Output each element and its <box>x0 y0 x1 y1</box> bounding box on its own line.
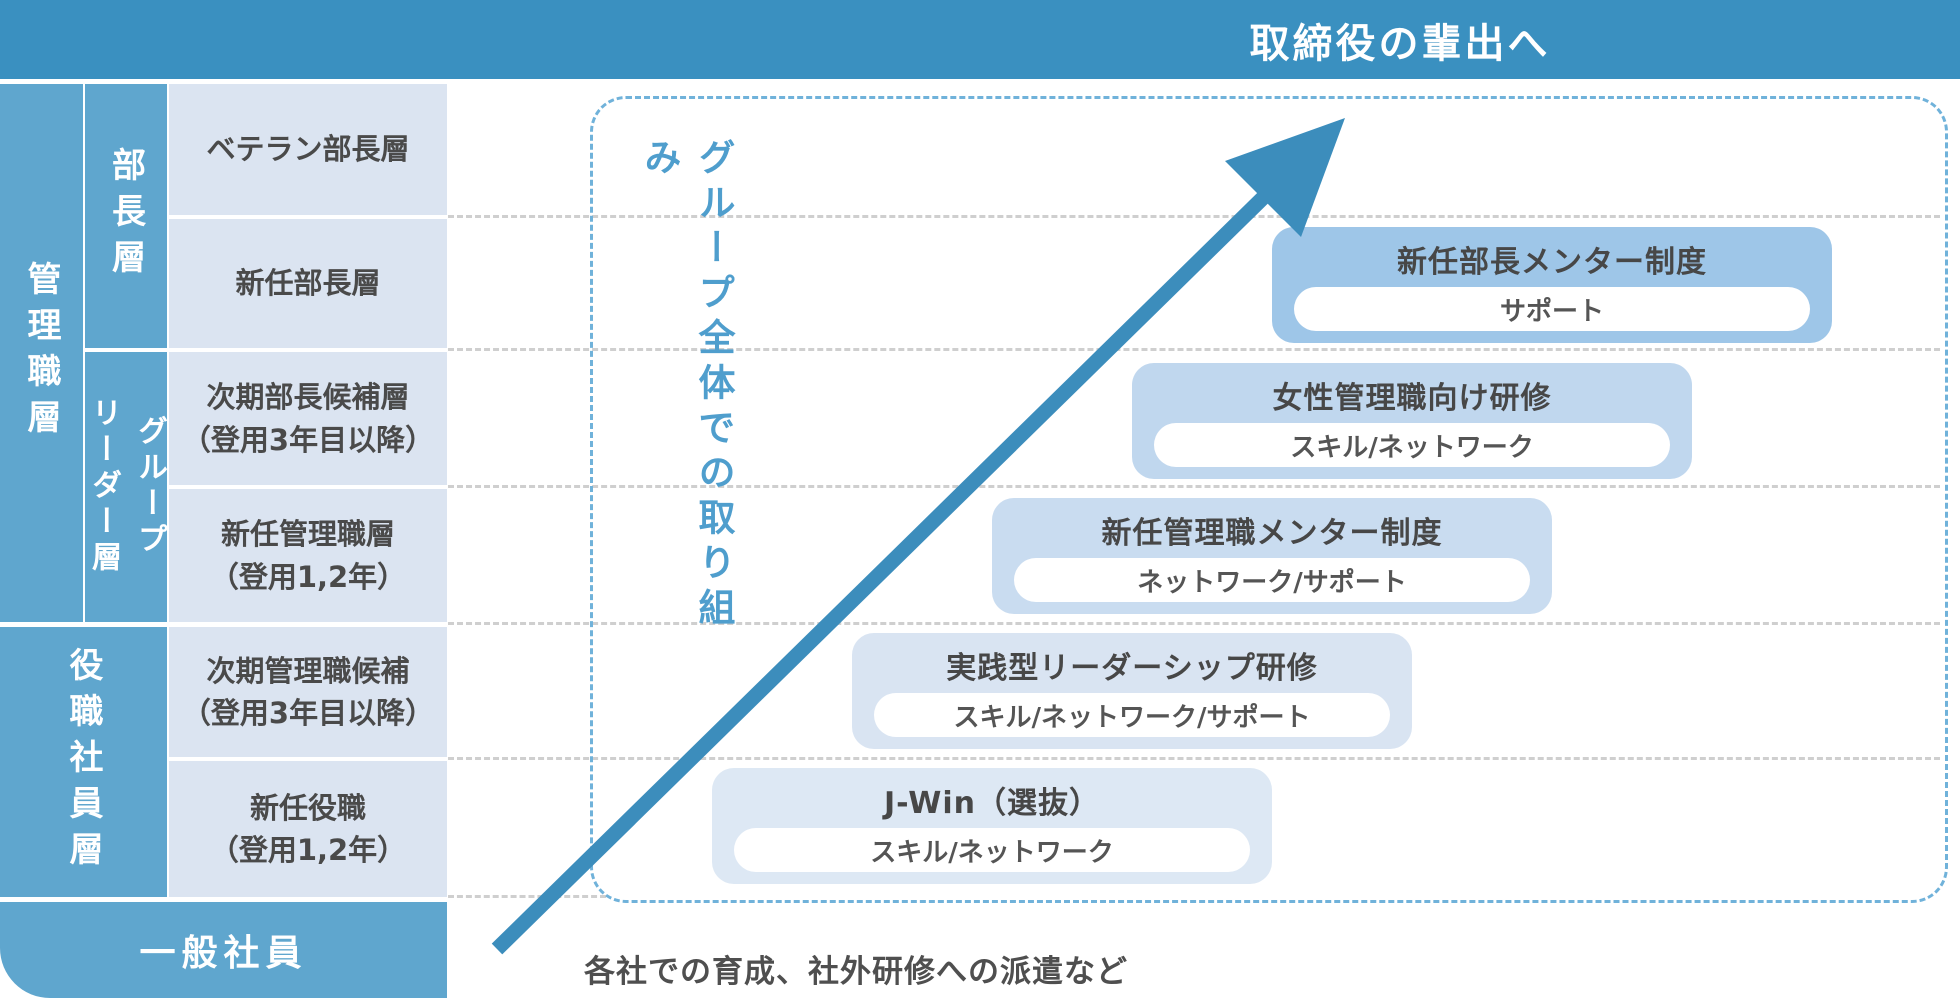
program-tags-pill: サポート <box>1294 287 1810 331</box>
program-title: 新任部長メンター制度 <box>1397 245 1707 280</box>
band-management-label: 管理職層 <box>21 261 61 445</box>
band-yakushoku-label: 役職社員層 <box>63 647 103 877</box>
program-title: J-Win（選抜） <box>884 786 1100 821</box>
row-new-manager: 新任管理職層 （登用1,2年） <box>169 489 447 622</box>
header-bar: 取締役の輩出へ <box>0 0 1960 79</box>
program-tags-pill: スキル/ネットワーク <box>734 828 1250 872</box>
program-tags-pill: ネットワーク/サポート <box>1014 558 1530 602</box>
program-tags-pill: スキル/ネットワーク/サポート <box>874 693 1390 737</box>
band-group-leader-label: リーダー層 グループ <box>86 397 167 577</box>
program-box-practical-leadership: 実践型リーダーシップ研修 スキル/ネットワーク/サポート <box>852 633 1412 749</box>
footer-note: 各社での育成、社外研修への派遣など <box>584 954 1128 990</box>
band-yakushoku-level: 役職社員層 <box>0 627 167 897</box>
program-tags-pill: スキル/ネットワーク <box>1154 423 1670 467</box>
row-veteran-bucho: ベテラン部長層 <box>169 84 447 215</box>
row-next-bucho-candidate: 次期部長候補層 （登用3年目以降） <box>169 352 447 485</box>
band-group-leader-level: リーダー層 グループ <box>85 352 167 622</box>
program-box-jwin: J-Win（選抜） スキル/ネットワーク <box>712 768 1272 884</box>
program-box-women-manager-training: 女性管理職向け研修 スキル/ネットワーク <box>1132 363 1692 479</box>
row-next-manager-candidate: 次期管理職候補 （登用3年目以降） <box>169 627 447 757</box>
program-box-new-manager-mentor: 新任管理職メンター制度 ネットワーク/サポート <box>992 498 1552 614</box>
band-bucho-level: 部長層 <box>85 84 167 348</box>
header-title: 取締役の輩出へ <box>1249 20 1551 67</box>
band-general-employee: 一般社員 <box>0 902 447 998</box>
row-new-yakushoku: 新任役職 （登用1,2年） <box>169 761 447 897</box>
group-initiatives-label: グループ全体での取り組み <box>638 138 735 633</box>
program-title: 女性管理職向け研修 <box>1272 381 1552 416</box>
band-bucho-label: 部長層 <box>105 147 146 285</box>
program-title: 実践型リーダーシップ研修 <box>946 651 1318 686</box>
program-box-new-bucho-mentor: 新任部長メンター制度 サポート <box>1272 227 1832 343</box>
row-new-bucho: 新任部長層 <box>169 219 447 348</box>
grid-line-6 <box>448 895 606 898</box>
program-title: 新任管理職メンター制度 <box>1101 516 1443 551</box>
band-management-level: 管理職層 <box>0 84 83 622</box>
